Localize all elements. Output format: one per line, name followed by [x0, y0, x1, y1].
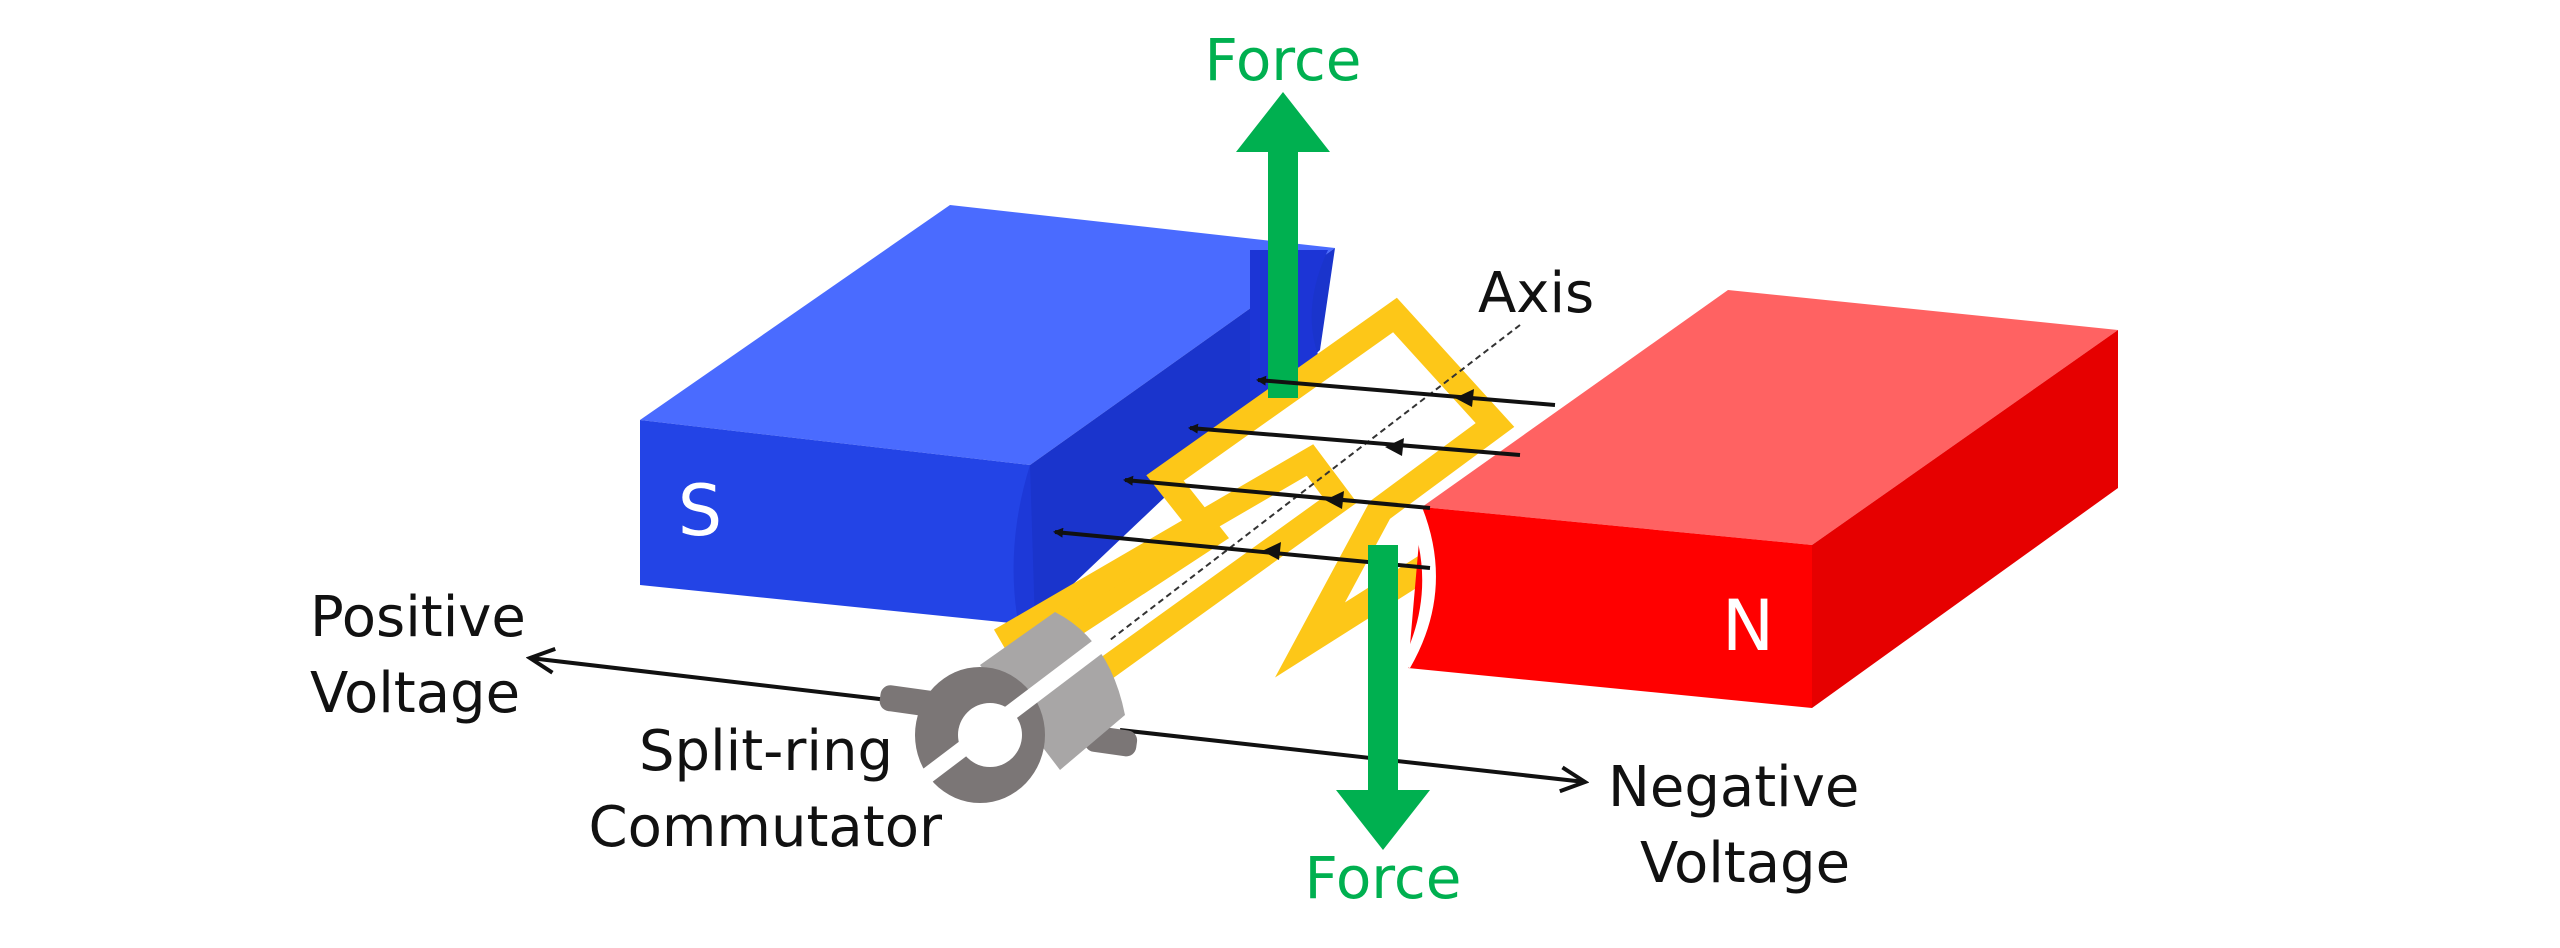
axis-line — [1109, 324, 1521, 641]
force-arrow-down — [1336, 545, 1430, 850]
south-magnet-curve — [1013, 465, 1035, 624]
north-pole-label: N — [1722, 585, 1774, 667]
positive-voltage-label-2: Voltage — [310, 661, 520, 726]
south-pole-label: S — [678, 470, 722, 552]
north-magnet — [1400, 290, 2118, 708]
north-magnet-side — [1812, 330, 2118, 708]
negative-voltage-label-2: Voltage — [1640, 831, 1850, 896]
axis-label: Axis — [1478, 261, 1594, 326]
split-ring-commutator — [879, 612, 1138, 803]
positive-voltage-label-1: Positive — [310, 585, 526, 650]
negative-wire — [1119, 728, 1585, 782]
coil-lead-2 — [993, 444, 1357, 690]
commutator-label-2: Commutator — [589, 795, 943, 860]
south-magnet-front — [640, 420, 1030, 625]
south-magnet-top — [640, 205, 1335, 465]
field-lines — [1053, 375, 1556, 570]
force-label-top: Force — [1205, 26, 1362, 94]
south-magnet — [640, 205, 1335, 625]
commutator-label-1: Split-ring — [639, 719, 893, 784]
negative-voltage-label-1: Negative — [1608, 755, 1859, 820]
field-line-midarrows — [1262, 389, 1474, 560]
positive-wire — [530, 658, 889, 702]
north-magnet-front — [1408, 507, 1812, 708]
north-pole-face — [1400, 507, 1436, 668]
force-arrow-up — [1236, 92, 1330, 398]
north-magnet-top — [1422, 290, 2118, 545]
force-label-bottom: Force — [1305, 844, 1462, 912]
commutator-split — [910, 638, 1105, 792]
